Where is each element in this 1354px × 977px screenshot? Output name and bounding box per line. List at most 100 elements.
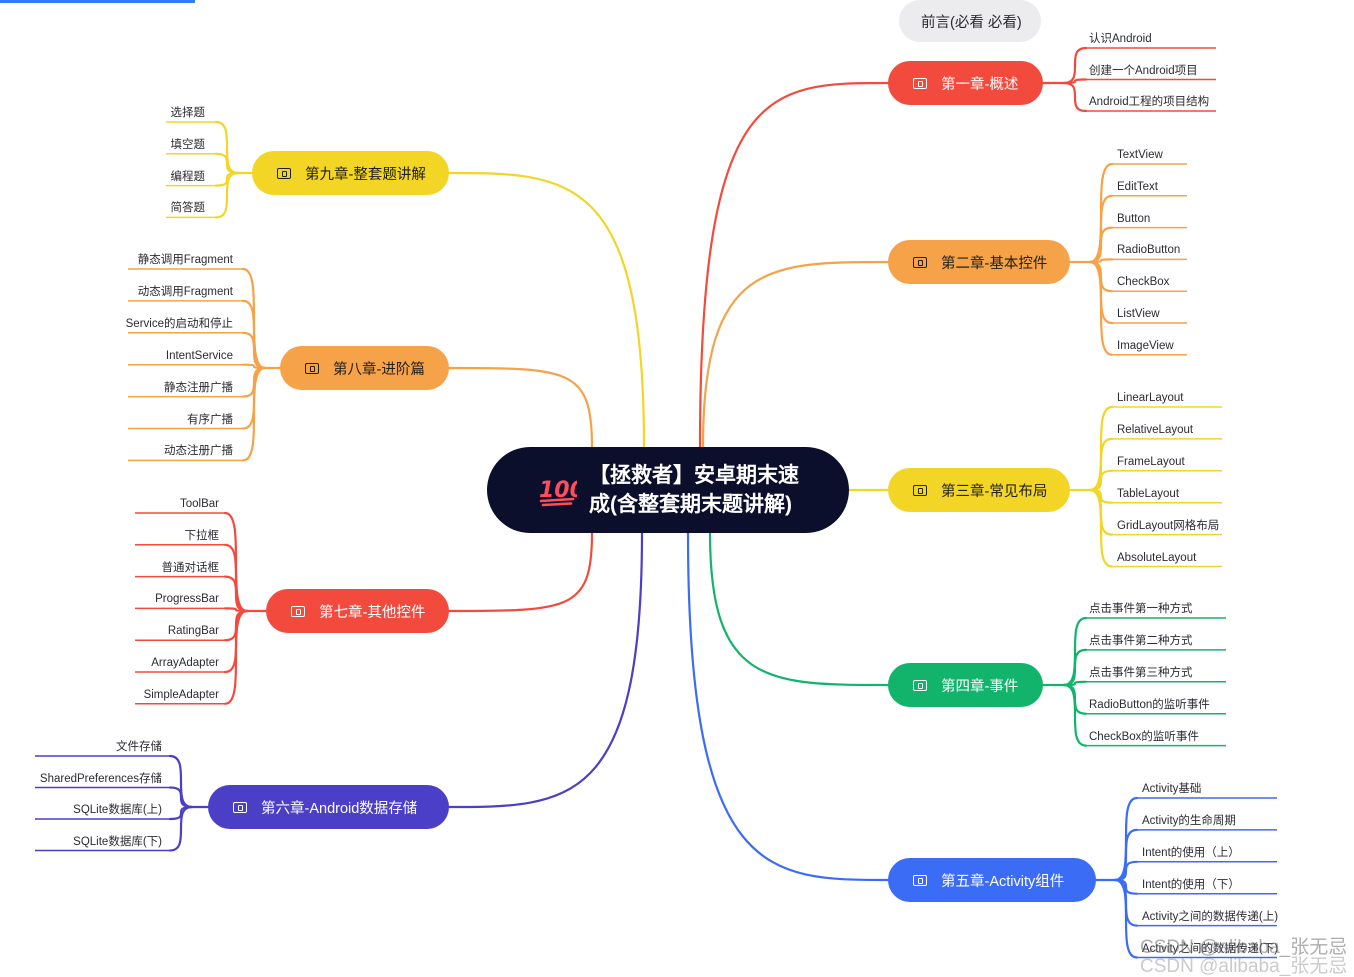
chapter-8-title: 第八章-进阶篇 [333, 361, 425, 378]
chapter-7-node[interactable]: 第七章-其他控件 [266, 589, 449, 633]
chapter-3-title: 第三章-常见布局 [941, 483, 1048, 500]
leaf-node[interactable]: 选择题 [170, 107, 206, 119]
leaf-node[interactable]: RelativeLayout [1117, 423, 1194, 436]
leaf-node[interactable]: SimpleAdapter [143, 688, 219, 701]
folder-icon [277, 167, 291, 179]
connector-line [698, 81, 890, 449]
leaf-node[interactable]: ProgressBar [155, 593, 219, 606]
leaf-node[interactable]: LinearLayout [1117, 392, 1184, 404]
leaf-node[interactable]: 创建一个Android项目 [1089, 64, 1198, 77]
leaf-node[interactable]: Intent的使用（上） [1142, 846, 1240, 859]
folder-icon [291, 605, 305, 617]
leaf-node[interactable]: TableLayout [1117, 487, 1180, 500]
leaf-node[interactable]: Activity之间的数据传递(下) [1142, 942, 1279, 955]
folder-icon [913, 874, 927, 886]
leaf-node[interactable]: SQLite数据库(上) [73, 804, 162, 816]
connector-line [447, 531, 594, 613]
connector-line [447, 171, 646, 449]
connector-line [1088, 260, 1114, 356]
watermark-shadow: CSDN @alibaba_张无忌 [1140, 956, 1348, 977]
top-progress-bar [0, 0, 195, 3]
leaf-node[interactable]: 点击事件第一种方式 [1089, 603, 1193, 615]
chapter-1-title: 第一章-概述 [941, 76, 1019, 93]
leaf-node[interactable]: 文件存储 [116, 741, 162, 753]
chapter-9-node[interactable]: 第九章-整套题讲解 [252, 151, 449, 195]
watermark: CSDN @alibaba_张无忌 [1140, 937, 1348, 958]
chapter-1-node[interactable]: 第一章-概述 [888, 61, 1043, 105]
leaf-node[interactable]: Android工程的项目结构 [1089, 96, 1210, 108]
connector-line [241, 366, 267, 462]
leaf-node[interactable]: Activity基础 [1142, 783, 1202, 795]
leaf-node[interactable]: 简答题 [170, 202, 206, 215]
chapter-9-title: 第九章-整套题讲解 [305, 166, 426, 183]
leaf-node[interactable]: 填空题 [170, 138, 206, 151]
leaf-node[interactable]: 下拉框 [184, 529, 220, 542]
central-topic-line1: 【拯救者】安卓期末速 [589, 464, 799, 487]
leaf-node[interactable]: 编程题 [170, 170, 206, 183]
connector-line [168, 805, 194, 852]
connector-line [686, 531, 890, 882]
leaf-node[interactable]: 点击事件第二种方式 [1089, 634, 1193, 647]
leaf-node[interactable]: IntentService [165, 349, 233, 362]
leaf-node[interactable]: TextView [1117, 149, 1163, 161]
connector-line [1062, 46, 1088, 85]
preface-node[interactable]: 前言(必看 必看) [899, 0, 1041, 42]
leaf-node[interactable]: 静态注册广播 [164, 381, 233, 394]
leaf-node[interactable]: 静态调用Fragment [137, 254, 233, 266]
central-topic-line2: 成(含整套期末题讲解) [589, 493, 792, 516]
chapter-5-title: 第五章-Activity组件 [941, 873, 1065, 890]
leaf-node[interactable]: AbsoluteLayout [1117, 551, 1197, 564]
chapter-5-node[interactable]: 第五章-Activity组件 [888, 858, 1096, 902]
leaf-node[interactable]: Service的启动和停止 [125, 317, 233, 330]
leaf-node[interactable]: Button [1117, 212, 1151, 225]
leaf-node[interactable]: Intent的使用（下） [1142, 878, 1240, 891]
connector-line [701, 260, 890, 449]
folder-icon [913, 77, 927, 89]
chapter-2-title: 第二章-基本控件 [941, 255, 1048, 272]
leaf-node[interactable]: RatingBar [167, 625, 219, 638]
chapter-3-node[interactable]: 第三章-常见布局 [888, 468, 1070, 512]
leaf-node[interactable]: GridLayout网格布局 [1117, 519, 1220, 532]
leaf-node[interactable]: SharedPreferences存储 [39, 772, 162, 785]
leaf-node[interactable]: CheckBox的监听事件 [1089, 730, 1199, 743]
leaf-node[interactable]: 有序广播 [187, 413, 233, 426]
folder-icon [913, 256, 927, 268]
leaf-node[interactable]: 动态调用Fragment [137, 285, 233, 298]
connector-line [1088, 488, 1114, 568]
leaf-node[interactable]: ToolBar [180, 498, 219, 510]
leaf-node[interactable]: 普通对话框 [161, 561, 220, 574]
connector-line [708, 531, 890, 687]
leaf-node[interactable]: 认识Android [1089, 33, 1152, 45]
folder-icon [305, 362, 319, 374]
chapter-6-title: 第六章-Android数据存储 [261, 800, 418, 817]
leaf-node[interactable]: CheckBox [1117, 276, 1170, 289]
leaf-node[interactable]: ArrayAdapter [151, 657, 219, 669]
folder-icon [233, 801, 247, 813]
leaf-node[interactable]: FrameLayout [1117, 455, 1185, 468]
100-emoji-icon: 100 [539, 478, 577, 507]
connector-line [447, 366, 594, 449]
chapter-7-title: 第七章-其他控件 [319, 604, 426, 621]
leaf-node[interactable]: Activity的生命周期 [1142, 814, 1236, 827]
chapter-4-title: 第四章-事件 [941, 678, 1019, 695]
leaf-node[interactable]: ListView [1117, 308, 1160, 320]
leaf-node[interactable]: RadioButton的监听事件 [1089, 698, 1210, 711]
chapter-6-node[interactable]: 第六章-Android数据存储 [208, 785, 449, 829]
connector-line [1113, 878, 1139, 959]
central-topic-title: 【拯救者】安卓期末速 成(含整套期末题讲解) [589, 461, 819, 519]
leaf-node[interactable]: EditText [1117, 180, 1158, 193]
folder-icon [913, 679, 927, 691]
leaf-node[interactable]: ImageView [1117, 339, 1174, 352]
chapter-2-node[interactable]: 第二章-基本控件 [888, 240, 1070, 284]
leaf-node[interactable]: SQLite数据库(下) [73, 835, 162, 848]
leaf-node[interactable]: 点击事件第三种方式 [1089, 666, 1193, 679]
chapter-4-node[interactable]: 第四章-事件 [888, 663, 1043, 707]
connector-line [1062, 81, 1088, 113]
leaf-node[interactable]: RadioButton [1117, 244, 1181, 257]
chapter-8-node[interactable]: 第八章-进阶篇 [280, 346, 449, 390]
leaf-node[interactable]: Activity之间的数据传递(上) [1142, 910, 1279, 923]
central-topic[interactable]: 100 【拯救者】安卓期末速 成(含整套期末题讲解) [487, 447, 849, 533]
leaf-node[interactable]: 动态注册广播 [164, 445, 233, 458]
connector-line [223, 609, 249, 705]
